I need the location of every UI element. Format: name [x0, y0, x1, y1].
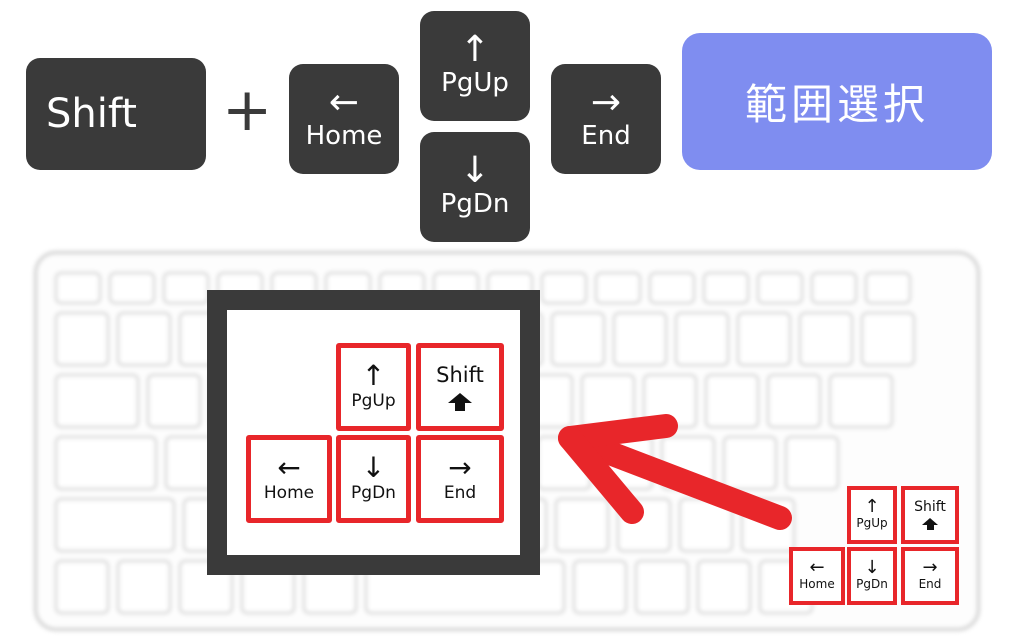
keyboard-key	[865, 272, 911, 304]
home-key: ← Home	[289, 64, 399, 174]
small-end-key: → End	[901, 547, 959, 605]
keyboard-key	[147, 374, 201, 428]
keyboard-key	[117, 312, 171, 366]
zoom-frame: ↑ PgUp Shift ← Home ↓ PgDn → End	[207, 290, 540, 575]
pgup-key-label: PgUp	[441, 68, 509, 99]
end-key-label: End	[581, 121, 631, 152]
down-arrow-icon: ↓	[864, 557, 880, 579]
zoom-shift-label: Shift	[436, 363, 484, 388]
up-arrow-icon: ↑	[459, 29, 491, 71]
pgdn-key: ↓ PgDn	[420, 132, 530, 242]
shift-arrow-stem	[455, 402, 465, 411]
keyboard-key	[737, 312, 791, 366]
keyboard-key	[55, 312, 109, 366]
pgup-key: ↑ PgUp	[420, 11, 530, 121]
down-arrow-icon: ↓	[361, 450, 386, 484]
zoom-pgup-key: ↑ PgUp	[336, 343, 411, 431]
keyboard-key	[573, 560, 627, 614]
keyboard-key	[829, 374, 893, 428]
keyboard-key	[703, 272, 749, 304]
shift-arrow-icon	[448, 392, 472, 403]
zoom-pgdn-key: ↓ PgDn	[336, 435, 411, 523]
red-pointer-arrow-icon	[558, 414, 792, 530]
keyboard-key	[697, 560, 751, 614]
shift-arrow-icon	[922, 517, 938, 525]
keyboard-key	[555, 498, 609, 552]
left-arrow-icon: ←	[277, 450, 301, 484]
keyboard-key	[541, 272, 587, 304]
keyboard-key	[861, 312, 915, 366]
small-pgup-key: ↑ PgUp	[847, 486, 897, 544]
zoom-pgdn-label: PgDn	[351, 482, 396, 503]
zoom-shift-key: Shift	[416, 343, 504, 431]
keyboard-key	[55, 374, 139, 428]
pgdn-key-label: PgDn	[440, 189, 510, 220]
right-arrow-icon: →	[448, 450, 472, 484]
keyboard-key	[757, 272, 803, 304]
keyboard-key	[55, 498, 175, 552]
keyboard-key	[551, 312, 605, 366]
left-arrow-icon: ←	[809, 557, 825, 579]
keyboard-key	[723, 436, 777, 490]
zoom-end-label: End	[443, 482, 477, 503]
up-arrow-icon: ↑	[864, 496, 880, 518]
small-shift-key: Shift	[901, 486, 959, 544]
keyboard-key	[811, 272, 857, 304]
small-end-label: End	[918, 577, 942, 592]
keyboard-key	[613, 312, 667, 366]
home-key-label: Home	[305, 121, 383, 152]
shift-arrow-stem	[926, 524, 934, 530]
small-home-key: ← Home	[789, 547, 845, 605]
keyboard-key	[55, 272, 101, 304]
small-home-label: Home	[799, 577, 835, 592]
zoom-pgup-label: PgUp	[351, 390, 396, 411]
small-pgdn-key: ↓ PgDn	[847, 547, 897, 605]
keyboard-key	[785, 436, 839, 490]
keyboard-key	[649, 272, 695, 304]
keyboard-key	[799, 312, 853, 366]
small-pgdn-label: PgDn	[856, 577, 888, 592]
keyboard-key	[109, 272, 155, 304]
zoom-end-key: → End	[416, 435, 504, 523]
down-arrow-icon: ↓	[459, 150, 491, 192]
right-arrow-icon: →	[590, 82, 622, 124]
keyboard-key	[55, 560, 109, 614]
shift-key-label: Shift	[46, 91, 137, 137]
zoom-home-key: ← Home	[246, 435, 332, 523]
left-arrow-icon: ←	[328, 82, 360, 124]
keyboard-key	[767, 374, 821, 428]
keyboard-key	[705, 374, 759, 428]
end-key: → End	[551, 64, 661, 174]
small-pgup-label: PgUp	[856, 516, 888, 531]
keyboard-key	[117, 560, 171, 614]
keyboard-key	[55, 436, 157, 490]
keyboard-key	[635, 560, 689, 614]
keyboard-key	[595, 272, 641, 304]
up-arrow-icon: ↑	[361, 358, 386, 392]
small-shift-label: Shift	[914, 499, 946, 516]
zoom-home-label: Home	[263, 482, 315, 503]
plus-sign: +	[222, 75, 273, 145]
range-select-badge: 範囲選択	[682, 33, 992, 170]
right-arrow-icon: →	[922, 557, 938, 579]
keyboard-key	[675, 312, 729, 366]
shift-key: Shift	[26, 58, 206, 170]
keyboard-key	[163, 272, 209, 304]
